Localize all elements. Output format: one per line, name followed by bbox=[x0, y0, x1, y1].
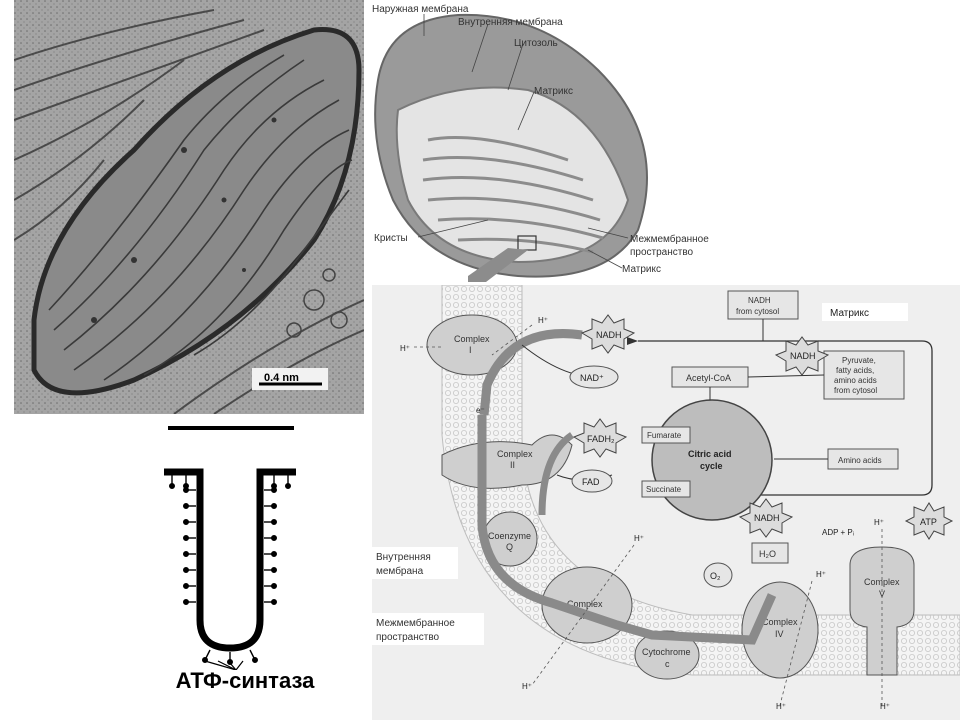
svg-text:fatty acids,: fatty acids, bbox=[836, 366, 874, 375]
label-cristae: Кристы bbox=[374, 233, 408, 244]
svg-text:Acetyl-CoA: Acetyl-CoA bbox=[686, 373, 731, 383]
inner-membrane-fold bbox=[164, 468, 296, 652]
electron-micrograph: 0.4 nm bbox=[13, 0, 365, 415]
svg-text:Complex: Complex bbox=[454, 334, 490, 344]
svg-text:FADH₂: FADH₂ bbox=[587, 434, 615, 444]
svg-text:Amino acids: Amino acids bbox=[838, 456, 882, 465]
svg-text:Complex: Complex bbox=[567, 599, 603, 609]
svg-text:Complex: Complex bbox=[497, 449, 533, 459]
svg-text:I: I bbox=[469, 345, 472, 355]
svg-text:Pyruvate,: Pyruvate, bbox=[842, 356, 876, 365]
svg-text:cycle: cycle bbox=[700, 461, 723, 471]
complex-1 bbox=[426, 314, 518, 376]
electron-transport-chain: Complex I Complex II Coenzyme Q Complex … bbox=[372, 284, 960, 720]
micrograph-image: 0.4 nm bbox=[13, 0, 365, 415]
svg-text:H⁺: H⁺ bbox=[776, 702, 786, 711]
svg-text:H⁺: H⁺ bbox=[874, 518, 884, 527]
atp-synthase-pointers bbox=[204, 660, 244, 671]
succinate-box bbox=[641, 480, 691, 498]
svg-text:ATP: ATP bbox=[920, 517, 937, 527]
label-outer-membrane: Наружная мембрана bbox=[372, 3, 469, 15]
svg-text:NADH: NADH bbox=[748, 296, 771, 305]
svg-text:IV: IV bbox=[775, 629, 784, 639]
nadh-from-cytosol-box bbox=[727, 290, 799, 320]
label-matrix-top: Матрикс bbox=[534, 86, 573, 97]
svg-text:H⁺: H⁺ bbox=[880, 702, 890, 711]
scale-bar-label: 0.4 nm bbox=[264, 372, 299, 384]
intermembrane-label-2: пространство bbox=[376, 632, 440, 643]
svg-text:FAD: FAD bbox=[582, 477, 600, 487]
svg-text:NAD⁺: NAD⁺ bbox=[580, 373, 604, 383]
svg-text:H⁺: H⁺ bbox=[634, 534, 644, 543]
matrix-label-bg bbox=[822, 303, 908, 321]
atp-synthase-particles bbox=[169, 475, 291, 665]
svg-text:V: V bbox=[879, 589, 885, 599]
complex-5 bbox=[849, 546, 915, 676]
svg-text:II: II bbox=[510, 460, 515, 470]
svg-text:H₂O: H₂O bbox=[759, 549, 776, 559]
svg-text:H⁺: H⁺ bbox=[522, 682, 532, 691]
atp-burst bbox=[904, 502, 954, 540]
svg-text:NADH: NADH bbox=[754, 513, 780, 523]
etc-diagram: Complex I Complex II Coenzyme Q Complex … bbox=[372, 284, 960, 720]
label-matrix-bottom: Матрикс bbox=[622, 264, 661, 275]
svg-text:Cytochrome: Cytochrome bbox=[642, 647, 691, 657]
svg-text:ADP + Pᵢ: ADP + Pᵢ bbox=[822, 528, 854, 537]
svg-text:from cytosol: from cytosol bbox=[834, 386, 877, 395]
fad-oval bbox=[571, 469, 613, 493]
nad-plus-oval bbox=[569, 365, 619, 389]
svg-text:H⁺: H⁺ bbox=[400, 344, 410, 353]
o2-oval bbox=[703, 562, 733, 588]
svg-text:c: c bbox=[665, 659, 670, 669]
complex-4 bbox=[741, 581, 819, 679]
svg-text:Coenzyme: Coenzyme bbox=[488, 531, 531, 541]
inner-membrane-label-1: Внутренняя bbox=[376, 552, 431, 563]
atp-synthase-label: АТФ-синтаза bbox=[175, 668, 315, 693]
electron-flow-arrow bbox=[477, 415, 777, 645]
crista-diagram bbox=[150, 420, 340, 720]
label-cytosol: Цитозоль bbox=[514, 38, 558, 49]
svg-text:NADH: NADH bbox=[790, 351, 816, 361]
inner-membrane-label-bg bbox=[372, 547, 458, 579]
svg-text:NADH: NADH bbox=[596, 330, 622, 340]
svg-text:e⁻: e⁻ bbox=[476, 406, 485, 415]
nadh-burst-bottom bbox=[738, 498, 794, 538]
h2o-box bbox=[751, 542, 789, 564]
cytochrome-c bbox=[634, 630, 700, 680]
svg-text:O₂: O₂ bbox=[710, 571, 721, 581]
fadh2-burst bbox=[572, 418, 628, 458]
crista-illustration bbox=[164, 426, 296, 671]
intermembrane-label-bg bbox=[372, 613, 484, 645]
label-intermembrane-1: Межмембранное bbox=[630, 233, 709, 245]
citric-acid-cycle bbox=[651, 399, 773, 521]
svg-text:Citric acid: Citric acid bbox=[688, 449, 732, 459]
svg-text:Complex: Complex bbox=[762, 617, 798, 627]
svg-text:H⁺: H⁺ bbox=[538, 316, 548, 325]
nadh-burst-right bbox=[774, 336, 830, 376]
svg-text:Succinate: Succinate bbox=[646, 485, 682, 494]
label-inner-membrane: Внутренняя мембрана bbox=[458, 16, 563, 28]
scale-bar: 0.4 nm bbox=[252, 368, 328, 390]
svg-text:Q: Q bbox=[506, 542, 513, 552]
label-intermembrane-2: пространство bbox=[630, 247, 694, 258]
svg-text:Fumarate: Fumarate bbox=[647, 431, 682, 440]
svg-text:from cytosol: from cytosol bbox=[736, 307, 779, 316]
inner-membrane-label-2: мембрана bbox=[376, 565, 424, 577]
cross-section-diagram: Наружная мембрана Внутренняя мембрана Ци… bbox=[372, 3, 709, 282]
fumarate-box bbox=[641, 426, 691, 444]
svg-text:H⁺: H⁺ bbox=[816, 570, 826, 579]
zoom-arrow bbox=[468, 248, 528, 282]
mitochondrion-body bbox=[31, 27, 362, 396]
svg-text:amino acids: amino acids bbox=[834, 376, 877, 385]
svg-text:Complex: Complex bbox=[864, 577, 900, 587]
intermembrane-label-1: Межмембранное bbox=[376, 617, 455, 629]
matrix-label: Матрикс bbox=[830, 308, 869, 319]
nadh-burst-top bbox=[580, 314, 636, 354]
mitochondrion-cross-section: Наружная мембрана Внутренняя мембрана Ци… bbox=[368, 0, 738, 282]
